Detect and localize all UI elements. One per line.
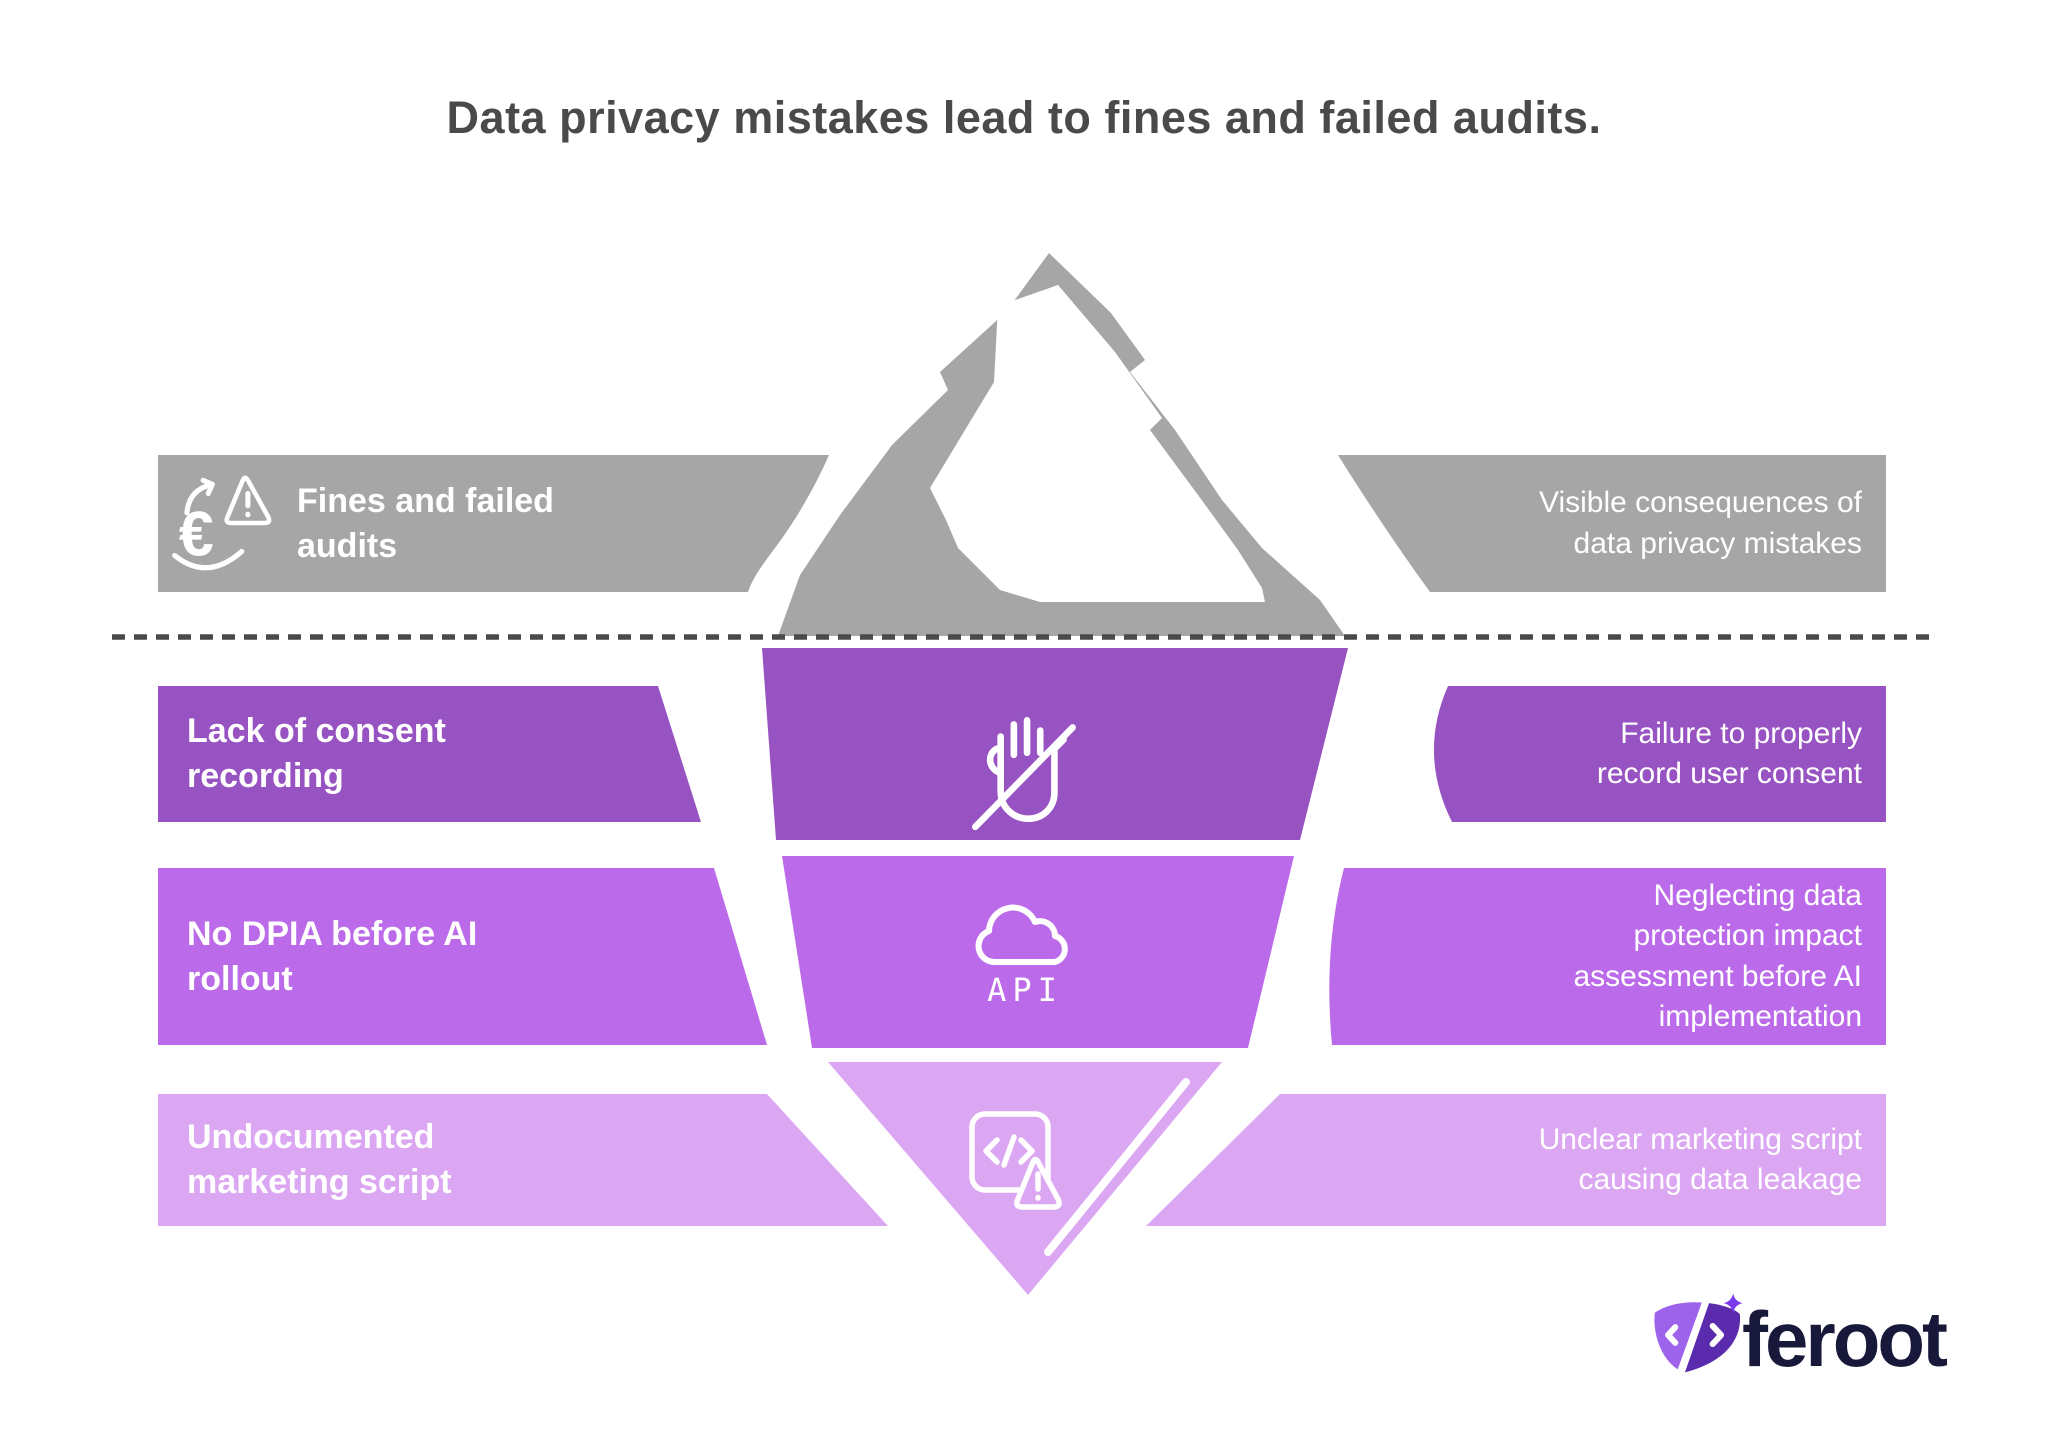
logo-chevron-left (1665, 1324, 1679, 1346)
layer1-left-label: Lack of consent recording (187, 712, 446, 795)
layer1-right-label: Failure to properly record user consent (1596, 716, 1862, 790)
cloud-api-icon: API (950, 898, 1100, 1015)
layer1-band-right (1433, 686, 1886, 822)
logo-shield-left (1654, 1302, 1702, 1370)
surface-right-label: Visible consequences of data privacy mis… (1539, 486, 1862, 560)
iceberg-facet (930, 285, 1265, 602)
logo-shield-right (1684, 1303, 1741, 1373)
layer2-center (782, 856, 1294, 1048)
page-title: Data privacy mistakes lead to fines and … (446, 92, 1602, 143)
layer2-left-label: No DPIA before AI rollout (187, 914, 478, 998)
layer3-left-label: Undocumented marketing script (187, 1118, 452, 1201)
logo-chevron-right (1709, 1322, 1725, 1348)
code-warning-icon (962, 1104, 1082, 1227)
layer3-band-right (1146, 1094, 1886, 1226)
layer2-right-label: Neglecting data protection impact assess… (1573, 879, 1863, 1033)
logo-wordmark: feroot (1742, 1295, 1948, 1383)
api-label: API (987, 971, 1063, 1009)
euro-warning-icon: € (160, 462, 288, 591)
layer3-right-label: Unclear marketing script causing data le… (1538, 1122, 1862, 1196)
hand-slash-icon (958, 696, 1090, 843)
feroot-logo (1650, 1284, 1750, 1385)
surface-band-left (158, 455, 829, 592)
surface-band-right (1338, 455, 1886, 592)
logo-sparkle (1723, 1293, 1743, 1313)
layer1-band-left (158, 686, 701, 822)
surface-left-label: Fines and failed audits (297, 481, 554, 565)
layer2-band-right (1329, 868, 1886, 1045)
layer3-crack (1044, 1078, 1190, 1256)
layer3-band-left (158, 1094, 888, 1226)
layer2-band-left (158, 868, 767, 1045)
